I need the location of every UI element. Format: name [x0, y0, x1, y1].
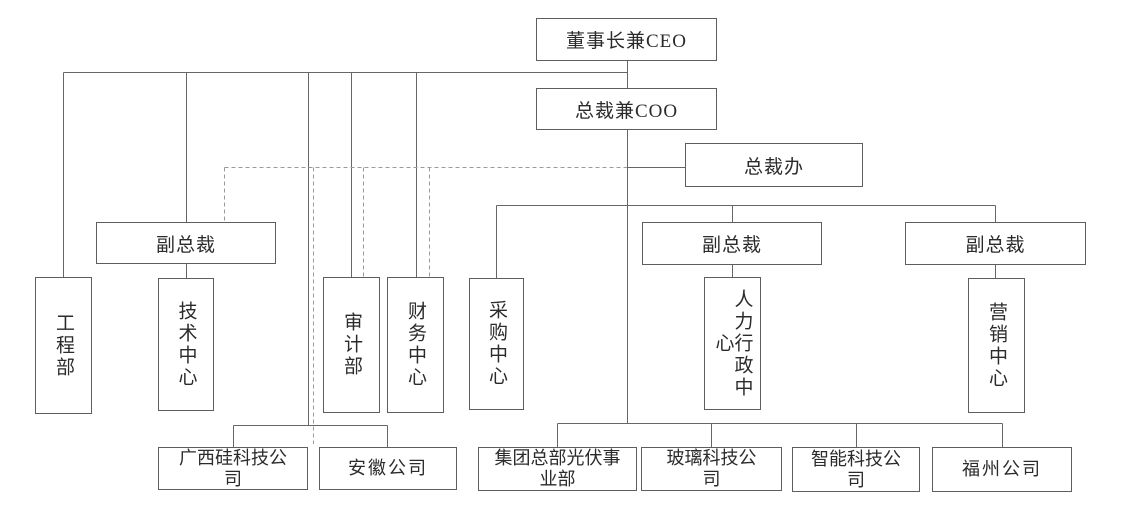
org-node-vp-left: 副总裁: [96, 222, 276, 264]
org-node-tech-center: 技术中心: [158, 278, 214, 411]
org-node-hr-admin-center: 人力行政中心: [704, 277, 761, 410]
org-node-engineering: 工程部: [35, 277, 92, 414]
org-node-vp-right: 副总裁: [905, 222, 1086, 265]
org-node-engineering-label: 工程部: [53, 312, 74, 379]
org-node-president-office: 总裁办: [685, 143, 863, 187]
org-node-glass-tech: 玻璃科技公司: [641, 447, 782, 491]
org-node-vp-mid: 副总裁: [642, 222, 822, 265]
org-node-finance-center-label: 财务中心: [405, 301, 426, 389]
org-node-ceo: 董事长兼CEO: [536, 18, 717, 61]
org-node-hq-pv-division: 集团总部光伏事业部: [478, 447, 637, 491]
org-node-finance-center: 财务中心: [387, 277, 444, 413]
org-node-procurement-center: 采购中心: [469, 278, 524, 410]
org-node-coo: 总裁兼COO: [536, 88, 717, 130]
org-node-audit: 审计部: [323, 277, 380, 413]
org-node-tech-center-label: 技术中心: [175, 300, 197, 389]
org-node-marketing-center-label: 营销中心: [986, 301, 1007, 390]
org-node-smart-tech: 智能科技公司: [792, 447, 920, 492]
org-node-fuzhou: 福州公司: [932, 447, 1072, 492]
org-node-procurement-center-label: 采购中心: [486, 300, 507, 388]
org-node-hr-admin-center-label: 人力行政中心: [712, 288, 753, 399]
org-node-anhui: 安徽公司: [319, 447, 457, 490]
org-node-marketing-center: 营销中心: [968, 278, 1025, 413]
org-node-audit-label: 审计部: [341, 312, 362, 378]
org-node-guangxi-silicon: 广西硅科技公司: [158, 447, 308, 490]
